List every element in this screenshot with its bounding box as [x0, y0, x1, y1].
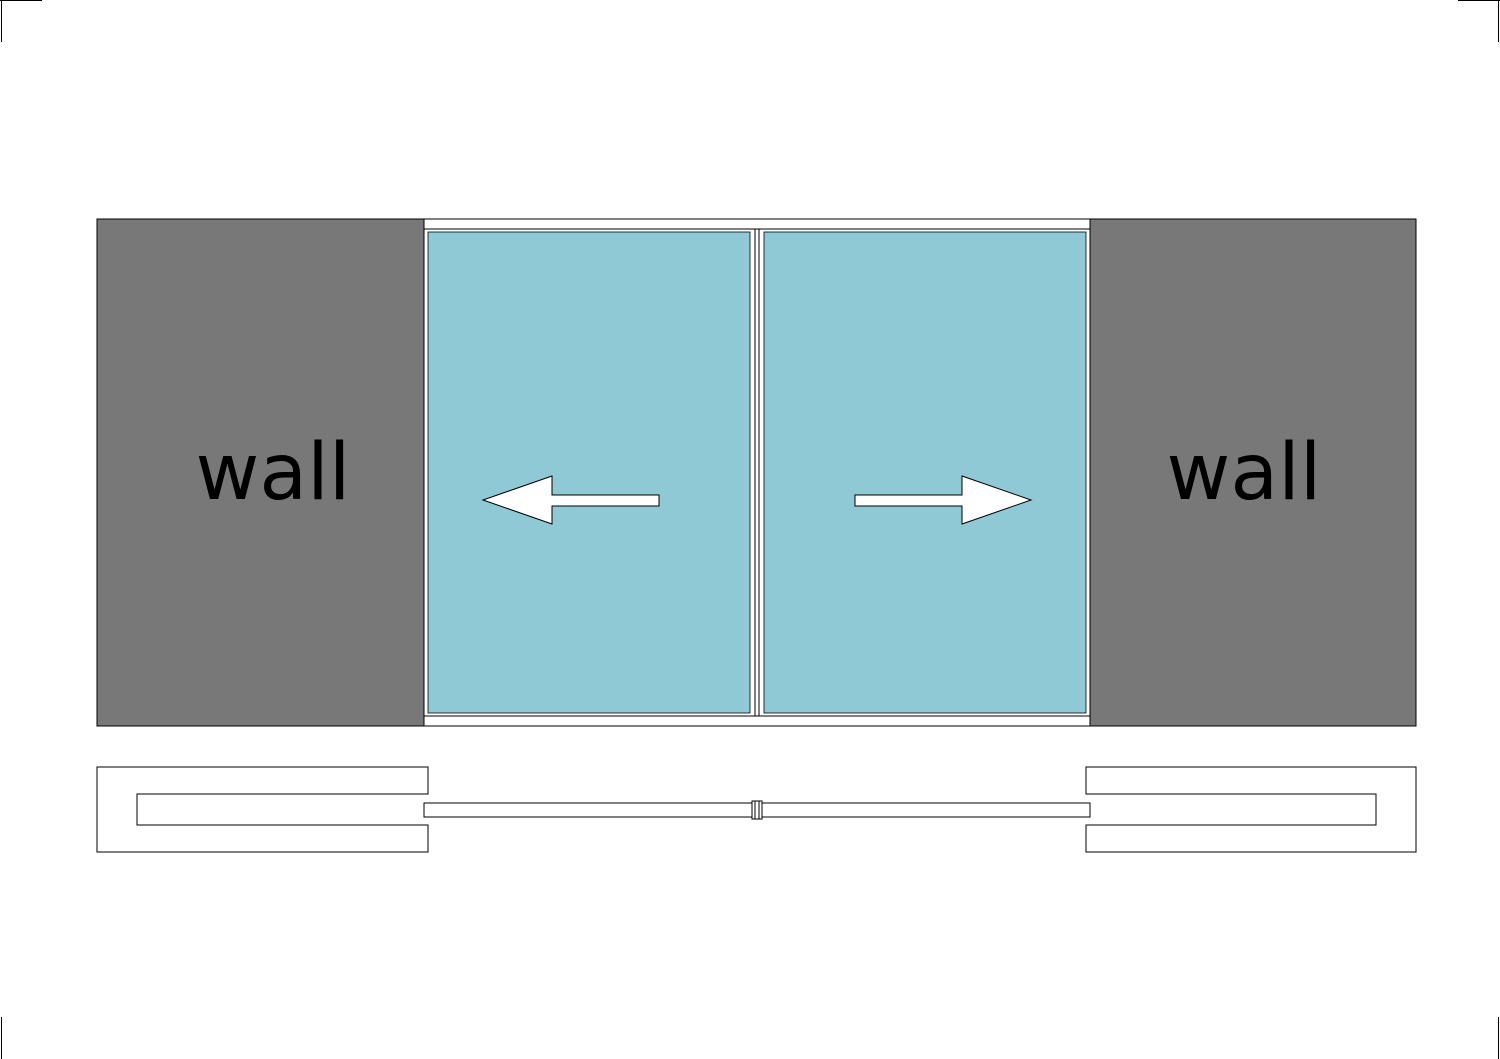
right-door-leaf-plan: [758, 802, 1091, 818]
left-wall-pocket: [96, 766, 429, 853]
right-wall-pocket: [1085, 766, 1417, 853]
arrow-right-icon: [854, 475, 1033, 525]
right-wall: [1089, 218, 1417, 727]
right-door-panel: [758, 228, 1091, 717]
left-glass: [427, 231, 751, 714]
left-wall-label: wall: [196, 428, 351, 518]
right-wall-label: wall: [1167, 428, 1322, 518]
handle-icon: [751, 800, 763, 820]
left-door-panel: [423, 228, 756, 717]
arrow-left-icon: [481, 475, 660, 525]
plan-view: [96, 766, 1417, 853]
left-wall: [96, 218, 425, 727]
elevation-view: wall wall: [96, 218, 1417, 727]
right-glass: [763, 231, 1087, 714]
left-door-leaf-plan: [423, 802, 756, 818]
